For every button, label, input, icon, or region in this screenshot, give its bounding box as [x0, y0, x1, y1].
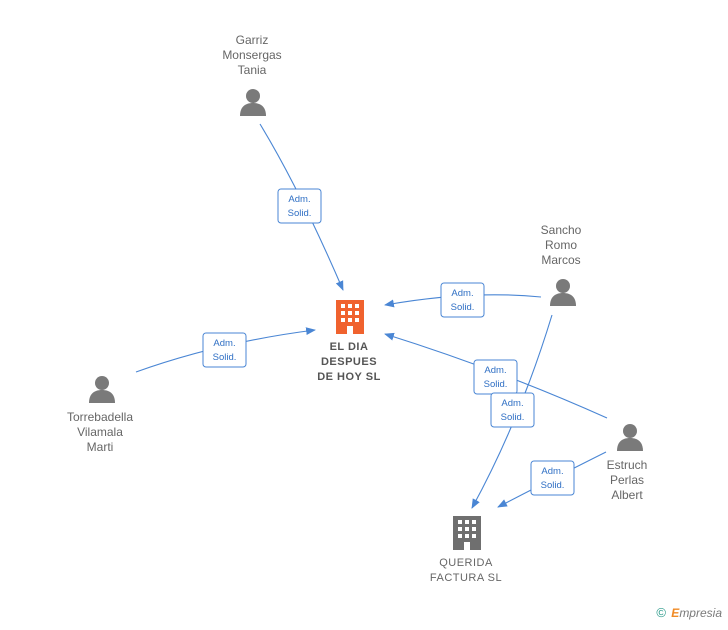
person-node-garriz[interactable]: Garriz Monsergas Tania — [222, 33, 282, 116]
edge-label-line-2: Solid. — [213, 352, 237, 363]
edge-label-garriz-eldia[interactable]: Adm. Solid. — [277, 188, 322, 224]
person-name-line: Tania — [238, 63, 267, 77]
edge-label-sancho-eldia[interactable]: Adm. Solid. — [440, 282, 485, 318]
building-icon — [453, 516, 481, 550]
edge-label-line-1: Adm. — [451, 288, 473, 299]
person-icon — [617, 424, 643, 451]
person-name-line: Vilamala — [77, 425, 123, 439]
person-node-estruch[interactable]: Estruch Perlas Albert — [607, 424, 648, 502]
person-name-line: Garriz — [236, 33, 269, 47]
person-icon — [550, 279, 576, 306]
company-node-querida-factura[interactable]: QUERIDA FACTURA SL — [430, 516, 502, 584]
person-name-line: Monsergas — [222, 48, 281, 62]
person-name-line: Marti — [87, 440, 114, 454]
building-icon — [336, 300, 364, 334]
edges-layer — [135, 123, 608, 509]
person-name-line: Torrebadella — [67, 410, 133, 424]
person-name-line: Romo — [545, 238, 577, 252]
edge-label-sancho-querida[interactable]: Adm. Solid. — [490, 392, 535, 428]
person-node-sancho[interactable]: Sancho Romo Marcos — [541, 223, 582, 306]
edge-label-line-1: Adm. — [501, 398, 523, 409]
edge-label-line-2: Solid. — [541, 480, 565, 491]
edge-label-line-1: Adm. — [484, 365, 506, 376]
edge-label-line-1: Adm. — [213, 338, 235, 349]
person-name-line: Perlas — [610, 473, 644, 487]
person-name-line: Estruch — [607, 458, 648, 472]
edge-label-estruch-querida[interactable]: Adm. Solid. — [530, 460, 575, 496]
edge-label-line-1: Adm. — [541, 466, 563, 477]
company-name-line: EL DIA — [330, 341, 369, 353]
company-name-line: DE HOY SL — [317, 371, 381, 383]
edge-label-line-2: Solid. — [288, 208, 312, 219]
copyright-icon: © — [656, 605, 666, 620]
person-name-line: Albert — [611, 488, 643, 502]
person-node-torrebadella[interactable]: Torrebadella Vilamala Marti — [67, 376, 133, 454]
edge-label-line-2: Solid. — [484, 379, 508, 390]
brand-footer: © Empresia — [656, 605, 722, 620]
company-name-line: QUERIDA — [439, 557, 493, 569]
company-name-line: FACTURA SL — [430, 572, 502, 584]
person-name-line: Sancho — [541, 223, 582, 237]
edge-label-estruch-eldia[interactable]: Adm. Solid. — [473, 359, 518, 395]
company-node-el-dia-despues-de-hoy[interactable]: EL DIA DESPUES DE HOY SL — [317, 300, 381, 383]
edge-label-line-2: Solid. — [451, 302, 475, 313]
person-icon — [89, 376, 115, 403]
brand-logo-text: mpresia — [679, 606, 722, 620]
brand-logo-initial: E — [671, 606, 680, 620]
person-icon — [240, 89, 266, 116]
person-name-line: Marcos — [541, 253, 580, 267]
company-name-line: DESPUES — [321, 356, 377, 368]
edge-label-line-1: Adm. — [288, 194, 310, 205]
edge-label-line-2: Solid. — [501, 412, 525, 423]
edge-label-torrebadella-eldia[interactable]: Adm. Solid. — [202, 332, 247, 368]
